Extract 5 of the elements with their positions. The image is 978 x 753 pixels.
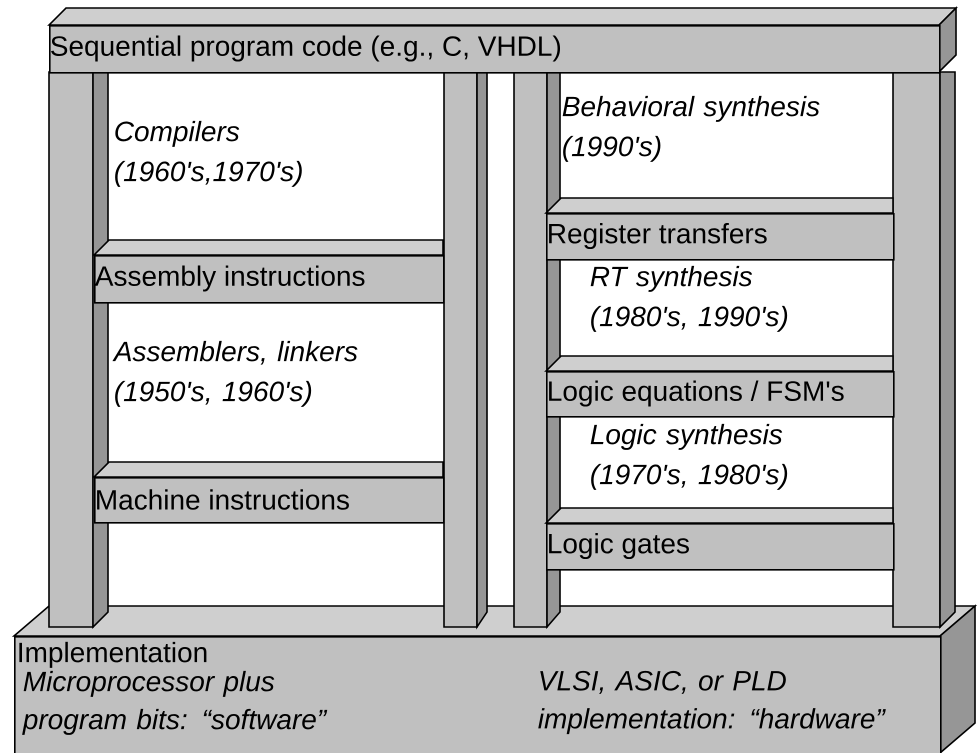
annotation-text: Behavioral synthesis (1990's)	[562, 96, 820, 162]
annotation-text: Compilers (1960's,1970's)	[115, 120, 302, 187]
annotation-text: Assemblers, linkers (1950's, 1960's)	[112, 340, 358, 407]
annotation-text: Logic synthesis (1970's, 1980's)	[590, 424, 788, 490]
annotation-text: RT synthesis (1980's, 1990's)	[590, 266, 788, 332]
